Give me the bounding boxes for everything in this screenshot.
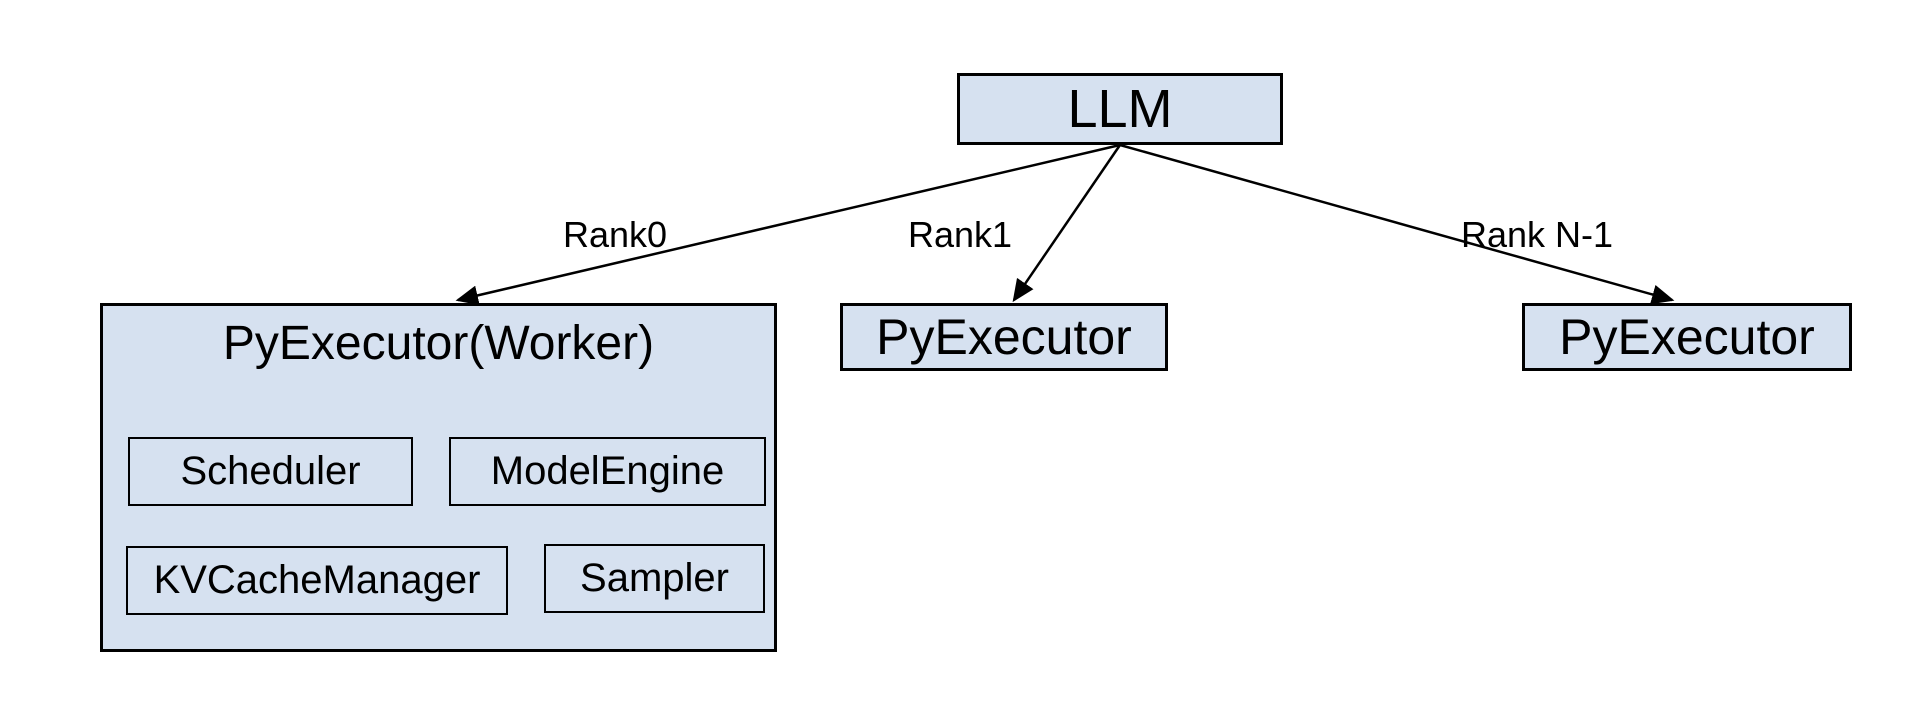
edge-label-rank0: Rank0 [563, 214, 668, 255]
llm-node: LLM [957, 73, 1283, 145]
llm-node-label: LLM [1067, 79, 1173, 139]
pyexecutor-rank1-node: PyExecutor [840, 303, 1168, 371]
pyexecutor-rank-n-1-node: PyExecutor [1522, 303, 1852, 371]
pyexecutor-rank1-node-label: PyExecutor [876, 309, 1132, 365]
pyexecutor-rank-n-1-node-label: PyExecutor [1559, 309, 1815, 365]
sampler-node: Sampler [544, 544, 765, 613]
pyexecutor-worker-node: PyExecutor(Worker) Scheduler ModelEngine… [100, 303, 777, 652]
sampler-node-label: Sampler [580, 556, 729, 600]
model-engine-node-label: ModelEngine [490, 449, 725, 493]
kv-cache-manager-node-label: KVCacheManager [153, 558, 481, 602]
edge-rank1-arrow [1012, 144, 1122, 303]
kv-cache-manager-node: KVCacheManager [126, 546, 508, 615]
model-engine-node: ModelEngine [449, 437, 766, 506]
edge-rank0-arrow [455, 143, 1121, 306]
edge-label-rank-n-1: Rank N-1 [1461, 214, 1614, 255]
scheduler-node: Scheduler [128, 437, 413, 506]
edge-label-rank1: Rank1 [908, 214, 1013, 255]
scheduler-node-label: Scheduler [180, 449, 361, 493]
pyexecutor-worker-title: PyExecutor(Worker) [222, 316, 655, 370]
